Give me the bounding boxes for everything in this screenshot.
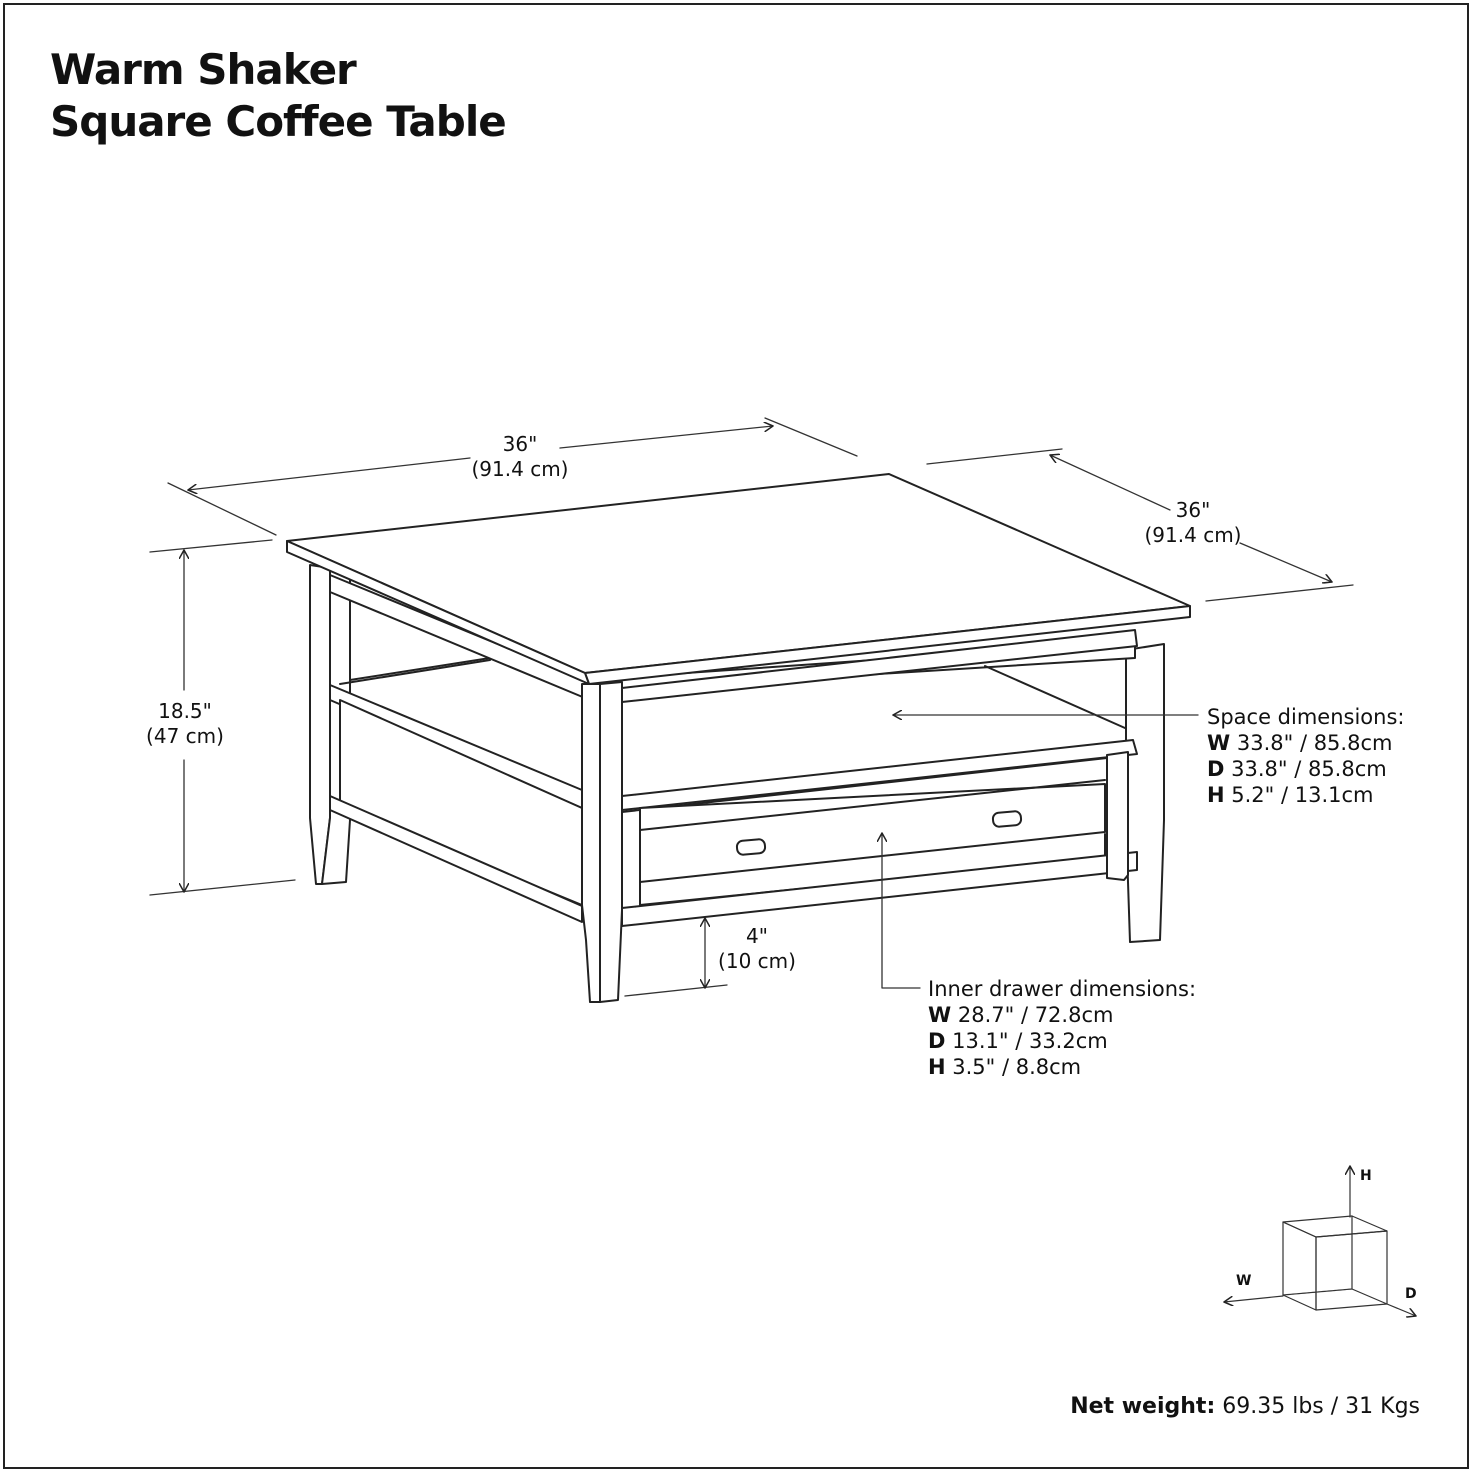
drawer-w-key: W xyxy=(928,1003,952,1027)
drawer-h-value: 3.5" / 8.8cm xyxy=(945,1055,1082,1079)
front-right-leg xyxy=(1106,751,1129,881)
left-side-panel xyxy=(339,699,583,906)
axes-cube-icon xyxy=(1224,1166,1416,1316)
space-h-value: 5.2" / 13.1cm xyxy=(1224,783,1374,807)
shelf-back-edge-right xyxy=(984,665,1126,729)
drawer-top-edge xyxy=(639,779,1106,831)
width-dimension-label: 36" (91.4 cm) xyxy=(455,432,585,482)
space-dimensions-note: Space dimensions: W 33.8" / 85.8cm D 33.… xyxy=(1207,704,1404,808)
depth-dim-top xyxy=(1050,455,1171,511)
clearance-dimension-label: 4" (10 cm) xyxy=(707,924,807,974)
space-h-key: H xyxy=(1207,783,1225,807)
space-w-value: 33.8" / 85.8cm xyxy=(1230,731,1393,755)
drawer-heading: Inner drawer dimensions: xyxy=(928,977,1197,1001)
front-apron xyxy=(621,629,1138,703)
w-axis-arrow xyxy=(1224,1295,1284,1302)
drawer-d-key: D xyxy=(928,1029,946,1053)
drawer-front xyxy=(639,783,1106,883)
middle-shelf-back xyxy=(339,659,491,685)
shelf-back-edge xyxy=(349,657,491,681)
drawer-pull-left xyxy=(735,838,767,856)
clearance-metric: (10 cm) xyxy=(718,949,796,973)
drawer-leader xyxy=(882,833,921,989)
space-heading: Space dimensions: xyxy=(1207,705,1405,729)
width-dim-right xyxy=(559,426,773,449)
width-dim-left xyxy=(188,457,471,490)
drawer-dimensions-note: Inner drawer dimensions: W 28.7" / 72.8c… xyxy=(928,976,1196,1080)
front-left-leg-face xyxy=(599,681,623,1003)
back-right-leg xyxy=(1125,643,1165,943)
width-imperial: 36" xyxy=(502,432,538,456)
page-border xyxy=(3,3,1469,1469)
height-ext-top xyxy=(149,539,273,553)
height-imperial: 18.5" xyxy=(158,699,212,723)
depth-metric: (91.4 cm) xyxy=(1144,523,1242,547)
title-line-1: Warm Shaker xyxy=(50,45,357,94)
cube-top xyxy=(1282,1215,1388,1238)
title-line-2: Square Coffee Table xyxy=(50,97,507,146)
axis-w-label: W xyxy=(1236,1273,1252,1289)
depth-ext-top xyxy=(926,448,1063,465)
space-d-value: 33.8" / 85.8cm xyxy=(1224,757,1387,781)
net-weight: Net weight: 69.35 lbs / 31 Kgs xyxy=(1070,1394,1420,1419)
depth-ext-bottom xyxy=(1205,584,1354,602)
width-ext-right xyxy=(764,417,858,457)
bottom-rail-left xyxy=(329,795,583,923)
height-dimension-label: 18.5" (47 cm) xyxy=(130,699,240,749)
drawer-depth-row: D 13.1" / 33.2cm xyxy=(928,1028,1196,1054)
depth-dimension-label: 36" (91.4 cm) xyxy=(1128,498,1258,548)
product-title: Warm Shaker Square Coffee Table xyxy=(50,44,507,148)
width-metric: (91.4 cm) xyxy=(471,457,569,481)
axis-h-label: H xyxy=(1360,1168,1372,1184)
space-width-row: W 33.8" / 85.8cm xyxy=(1207,730,1404,756)
height-ext-bottom xyxy=(149,879,296,896)
dimension-lines xyxy=(149,417,1354,997)
coffee-table xyxy=(286,473,1191,1003)
table-top-left-edge xyxy=(286,540,590,685)
cube-back-edges xyxy=(1282,1215,1353,1296)
drawer-w-value: 28.7" / 72.8cm xyxy=(951,1003,1114,1027)
space-w-key: W xyxy=(1207,731,1231,755)
net-weight-label: Net weight: xyxy=(1070,1394,1216,1419)
cube-back-bottom xyxy=(1351,1288,1388,1305)
depth-dim-bottom xyxy=(1239,542,1332,582)
front-left-leg-side xyxy=(581,683,601,1003)
depth-imperial: 36" xyxy=(1175,498,1211,522)
clearance-ext-bottom xyxy=(624,984,728,997)
drawer-width-row: W 28.7" / 72.8cm xyxy=(928,1002,1196,1028)
space-d-key: D xyxy=(1207,757,1225,781)
net-weight-value: 69.35 lbs / 31 Kgs xyxy=(1215,1394,1420,1419)
axis-d-label: D xyxy=(1405,1286,1417,1302)
d-axis-arrow xyxy=(1386,1303,1416,1316)
drawer-d-value: 13.1" / 33.2cm xyxy=(945,1029,1108,1053)
drawer-height-row: H 3.5" / 8.8cm xyxy=(928,1054,1196,1080)
height-metric: (47 cm) xyxy=(146,724,224,748)
drawer-h-key: H xyxy=(928,1055,946,1079)
clearance-imperial: 4" xyxy=(746,924,768,948)
width-ext-left xyxy=(167,482,277,536)
space-height-row: H 5.2" / 13.1cm xyxy=(1207,782,1404,808)
space-depth-row: D 33.8" / 85.8cm xyxy=(1207,756,1404,782)
drawer-pull-right xyxy=(991,810,1023,828)
